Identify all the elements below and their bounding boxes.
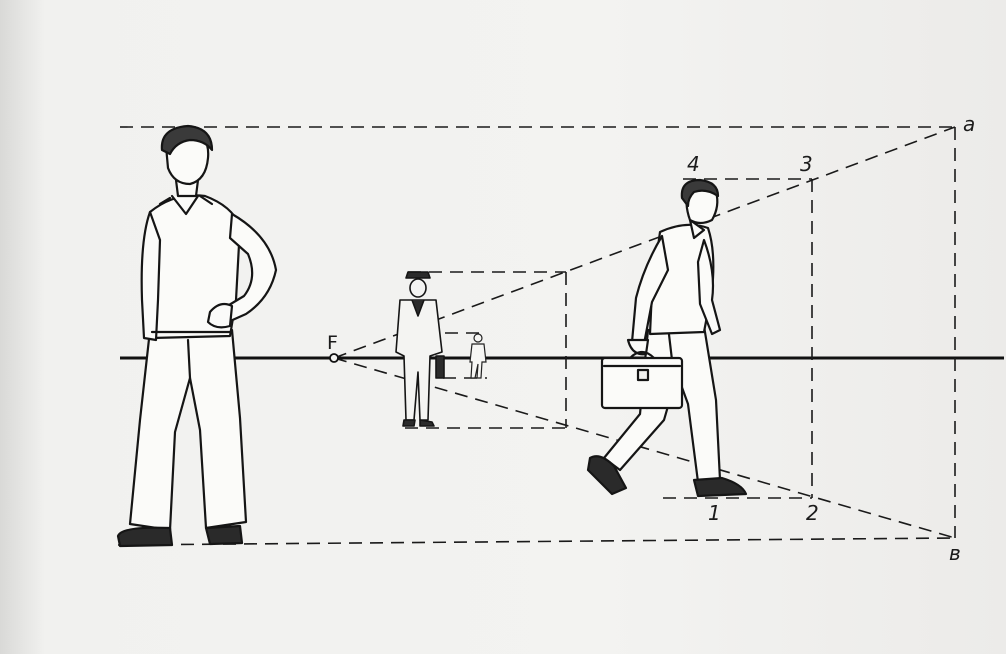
point-3-label: 3 — [800, 152, 813, 176]
focal-point-marker — [330, 354, 338, 362]
walking-man-figure — [588, 180, 746, 496]
standing-man-figure — [118, 126, 276, 546]
point-4-label: 4 — [687, 152, 700, 176]
ground-reference-line — [118, 538, 955, 545]
small-distant-figure — [470, 334, 486, 378]
man-with-hat-figure — [396, 272, 444, 426]
point-b-label: в — [949, 541, 961, 565]
point-2-label: 2 — [806, 501, 819, 525]
point-1-label: 1 — [708, 501, 721, 525]
point-a-label: a — [963, 112, 975, 136]
focal-point-label: F — [327, 332, 338, 354]
